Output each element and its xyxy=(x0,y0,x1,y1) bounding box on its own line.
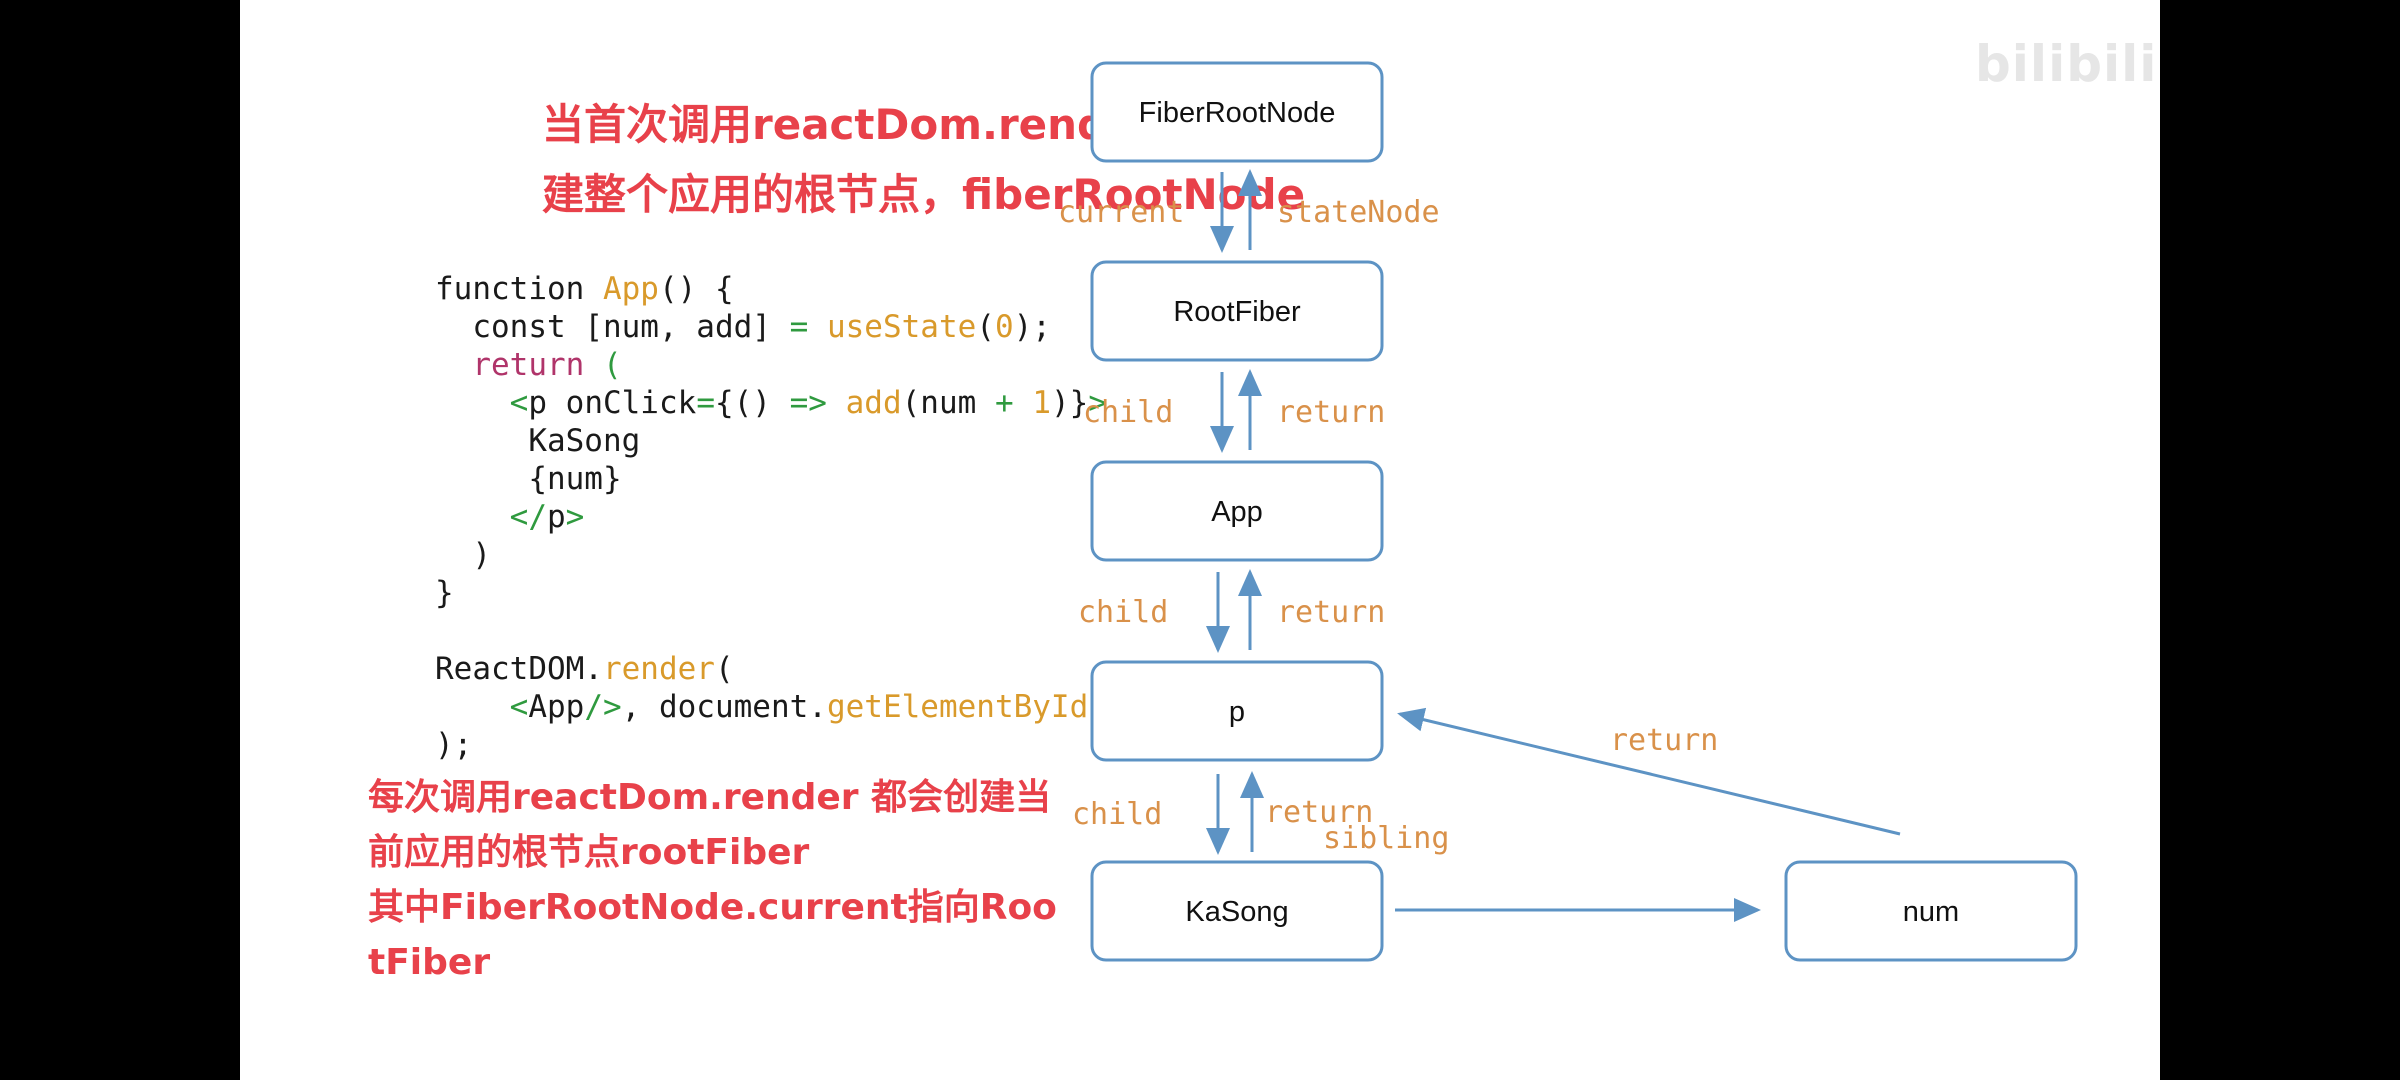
node-label-app: App xyxy=(1211,496,1263,528)
bilibili-watermark: bilibili xyxy=(1975,35,2158,93)
edge-label-sibling: sibling xyxy=(1323,821,1449,856)
code-line: const [num, add] = useState(0); xyxy=(435,309,1051,345)
code-token: (num xyxy=(901,385,995,421)
code-token: getElementById xyxy=(826,689,1089,725)
node-label-kasong: KaSong xyxy=(1185,896,1288,928)
code-token: {() xyxy=(714,385,790,421)
code-line: function App() { xyxy=(435,271,734,307)
edge-label-current: current xyxy=(1058,195,1184,230)
code-token: = xyxy=(696,385,715,421)
edge-label-return-4: return xyxy=(1610,723,1718,758)
code-token: add xyxy=(845,385,902,421)
notes-line-1: 每次调用reactDom.render 都会创建当 xyxy=(368,777,1052,818)
code-token: => xyxy=(789,385,827,421)
code-token: const xyxy=(435,309,585,345)
edge-return-4 xyxy=(1397,707,1901,836)
edge-label-return-1: return xyxy=(1277,395,1385,430)
slide: 当首次调用reactDom.render时，会创 建整个应用的根节点，fiber… xyxy=(240,0,2160,1080)
code-token: ReactDOM. xyxy=(435,651,603,687)
edge-label-return-2: return xyxy=(1277,595,1385,630)
code-token: ); xyxy=(435,727,473,763)
edge-label-return-3: return xyxy=(1265,795,1373,830)
code-token: , document. xyxy=(621,689,827,725)
node-kasong: KaSong xyxy=(1090,860,1384,962)
code-token: App xyxy=(528,689,585,725)
code-line: return ( xyxy=(435,347,622,383)
code-token: function xyxy=(435,271,603,307)
code-token: = xyxy=(789,309,809,345)
code-token: ( xyxy=(976,309,995,345)
code-token: < xyxy=(435,385,529,421)
code-token: > xyxy=(1088,385,1107,421)
code-token: p onClick xyxy=(528,385,697,421)
edge-label-child-2: child xyxy=(1078,595,1168,630)
code-token: ( xyxy=(714,651,734,687)
code-line: } xyxy=(435,575,454,611)
code-token: App xyxy=(602,271,659,307)
code-token: p xyxy=(546,499,566,535)
code-token: [num, add] xyxy=(584,309,790,345)
code-token: {num} xyxy=(435,461,622,497)
edge-label-child-3: child xyxy=(1072,797,1162,832)
node-label-num: num xyxy=(1903,896,1959,928)
node-p: p xyxy=(1090,660,1384,762)
node-label-p: p xyxy=(1229,696,1245,728)
notes-line-2: 前应用的根节点rootFiber xyxy=(368,832,810,873)
code-token: 1 xyxy=(1032,385,1051,421)
notes-line-4: tFiber xyxy=(368,942,491,983)
code-block: function App() { const [num, add] = useS… xyxy=(435,270,1238,764)
heading-line-2: 建整个应用的根节点，fiberRootNode xyxy=(542,170,1306,219)
code-token: useState xyxy=(826,309,977,345)
notes-line-3: 其中FiberRootNode.current指向Roo xyxy=(368,887,1057,928)
code-token: return xyxy=(435,347,603,383)
code-token: 0 xyxy=(994,309,1014,345)
code-token: () { xyxy=(658,271,734,307)
edge-label-child-1: child xyxy=(1083,395,1173,430)
node-fiberrootnode: FiberRootNode xyxy=(1090,61,1384,163)
code-line: <p onClick={() => add(num + 1)}> xyxy=(435,385,1107,421)
code-token: KaSong xyxy=(435,423,641,459)
fiber-tree-diagram: FiberRootNode RootFiber App p KaSong num xyxy=(1058,61,2078,962)
code-line: ReactDOM.render( xyxy=(435,651,734,687)
node-app: App xyxy=(1090,460,1384,562)
node-rootfiber: RootFiber xyxy=(1090,260,1384,362)
code-token: )} xyxy=(1050,385,1089,421)
node-num: num xyxy=(1784,860,2078,962)
code-token: ( xyxy=(602,347,622,383)
code-token: < xyxy=(435,689,529,725)
code-line: </p> xyxy=(435,499,585,535)
code-token: ) xyxy=(435,537,491,573)
code-token: > xyxy=(565,499,585,535)
code-token: </ xyxy=(435,499,547,535)
code-line: {num} xyxy=(435,461,622,497)
node-label-fiberrootnode: FiberRootNode xyxy=(1139,97,1336,129)
code-line: KaSong xyxy=(435,423,640,459)
edge-label-statenode: stateNode xyxy=(1277,195,1440,230)
notes-annotation: 每次调用reactDom.render 都会创建当 前应用的根节点rootFib… xyxy=(368,770,1057,990)
code-token: /> xyxy=(584,689,622,725)
code-line: ) xyxy=(435,537,491,573)
node-label-rootfiber: RootFiber xyxy=(1173,296,1301,328)
code-line: ); xyxy=(435,727,472,763)
code-token: } xyxy=(435,575,454,611)
code-token: render xyxy=(602,651,715,687)
code-token: ); xyxy=(1013,309,1051,345)
code-token: + xyxy=(994,385,1014,421)
